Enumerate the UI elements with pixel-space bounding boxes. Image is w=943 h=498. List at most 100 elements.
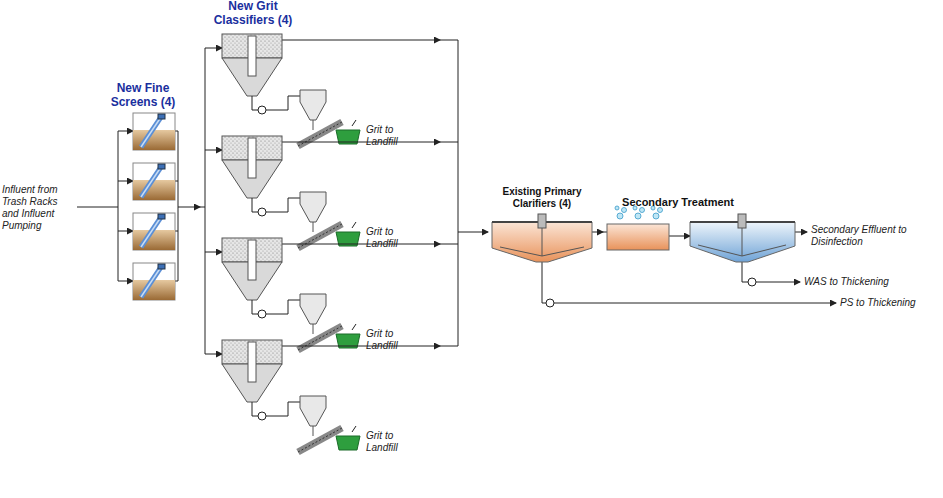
cyclone-outlet — [313, 324, 314, 334]
grit-overflow — [282, 142, 440, 143]
underflow-pipe — [252, 402, 258, 416]
sludge-pump — [546, 299, 554, 307]
secondary-clarifier — [690, 222, 795, 262]
screen-channel — [133, 263, 175, 300]
effluent-pipe — [795, 232, 807, 233]
fine-screen — [141, 217, 161, 247]
group-title: New Grit Classifiers (4) — [202, 0, 304, 28]
grit-outlet-manifold — [458, 40, 462, 346]
grit-overflow — [282, 244, 440, 245]
cyclone-outlet — [313, 426, 314, 436]
center-well — [248, 138, 256, 178]
grit-feed — [205, 354, 222, 355]
grit-pump — [258, 310, 266, 318]
effluent-destination: Secondary Effluent to Disinfection — [811, 224, 939, 248]
screen-channel — [133, 113, 175, 150]
fine-screen — [141, 117, 161, 147]
grit-overflow — [440, 40, 458, 41]
group-title: Secondary Treatment — [608, 196, 748, 209]
mixed-liquor-pipe — [669, 236, 690, 237]
grit-destination: Grit to Landfill — [366, 430, 414, 454]
screen-inlet — [118, 281, 133, 282]
process-group: New Grit Classifiers (4) — [200, 0, 462, 470]
channel-water — [133, 280, 175, 300]
cyclone-outlet — [313, 120, 314, 130]
screen-outlet-pipe — [178, 131, 186, 281]
fine-screen — [141, 267, 161, 297]
channel-water — [133, 230, 175, 250]
grit-destination: Grit to Landfill — [366, 226, 414, 250]
center-well — [248, 36, 256, 76]
fine-screen — [141, 167, 161, 197]
fine-screen — [141, 167, 161, 197]
grit-pump — [258, 208, 266, 216]
grit-dumpster — [336, 436, 360, 450]
grit-cyclone — [300, 90, 326, 120]
channel-water — [133, 180, 175, 200]
grit-feed-manifold — [200, 48, 205, 354]
center-well — [248, 342, 256, 382]
screen-drive — [158, 114, 165, 119]
clarifier-drive — [538, 214, 546, 228]
screen-drive — [158, 214, 165, 219]
grit-cyclone — [300, 192, 326, 222]
grit-overflow — [282, 40, 440, 41]
grit-pump-discharge — [266, 402, 300, 416]
underflow-pipe — [252, 198, 258, 212]
clarifier-pipe — [592, 232, 607, 233]
screen-channel — [133, 213, 175, 250]
screw-flight — [298, 428, 342, 452]
flow-connector — [186, 207, 200, 208]
group-title: New Fine Screens (4) — [103, 82, 183, 110]
clarifier-rake — [698, 228, 786, 256]
grit-overflow — [440, 244, 458, 245]
screen-drive — [158, 164, 165, 169]
primary-sludge-pipe — [542, 262, 836, 303]
grit-feed — [205, 48, 222, 49]
was-pump — [748, 278, 756, 286]
grit-overflow — [440, 346, 458, 347]
grit-destination: Grit to Landfill — [366, 124, 414, 148]
grit-pump — [258, 106, 266, 114]
fine-screen — [141, 267, 161, 297]
grit-overflow — [282, 346, 440, 347]
screen-drive — [158, 264, 165, 269]
grit-overflow — [440, 142, 458, 143]
screen-inlet — [118, 131, 133, 132]
channel-water — [133, 130, 175, 150]
fine-screen — [141, 217, 161, 247]
grit-cyclone — [300, 396, 326, 426]
process-group: Secondary Treatment — [603, 196, 798, 296]
grit-pump-discharge — [266, 300, 300, 314]
grit-pump-discharge — [266, 96, 300, 110]
screw-conveyor — [298, 428, 342, 452]
screen-inlet — [118, 181, 133, 182]
clarifier-drive — [738, 214, 746, 228]
dumpster-chute — [352, 426, 356, 432]
was-destination: WAS to Thickening — [804, 276, 934, 288]
primary-clarifier — [492, 222, 592, 262]
process-group: Existing Primary Clarifiers (4) — [488, 186, 596, 276]
dumpster-chute — [352, 324, 356, 330]
influent-pipe — [77, 131, 118, 281]
flow-connector — [596, 232, 603, 233]
ps-destination: PS to Thickening — [840, 297, 940, 309]
grit-cyclone — [300, 294, 326, 324]
influent-label: Influent from Trash Racks and Influent P… — [2, 184, 70, 232]
grit-pump — [258, 412, 266, 420]
main-piping — [77, 40, 836, 354]
group-title: Existing Primary Clarifiers (4) — [488, 186, 596, 209]
dumpster-chute — [352, 222, 356, 228]
flow-connector — [462, 232, 488, 233]
grit-pump-discharge — [266, 198, 300, 212]
underflow-pipe — [252, 96, 258, 110]
grit-destination: Grit to Landfill — [366, 328, 414, 352]
aeration-tank — [607, 224, 669, 250]
cyclone-outlet — [313, 222, 314, 232]
screen-inlet — [118, 231, 133, 232]
grit-feed — [205, 252, 222, 253]
fine-screen — [141, 117, 161, 147]
